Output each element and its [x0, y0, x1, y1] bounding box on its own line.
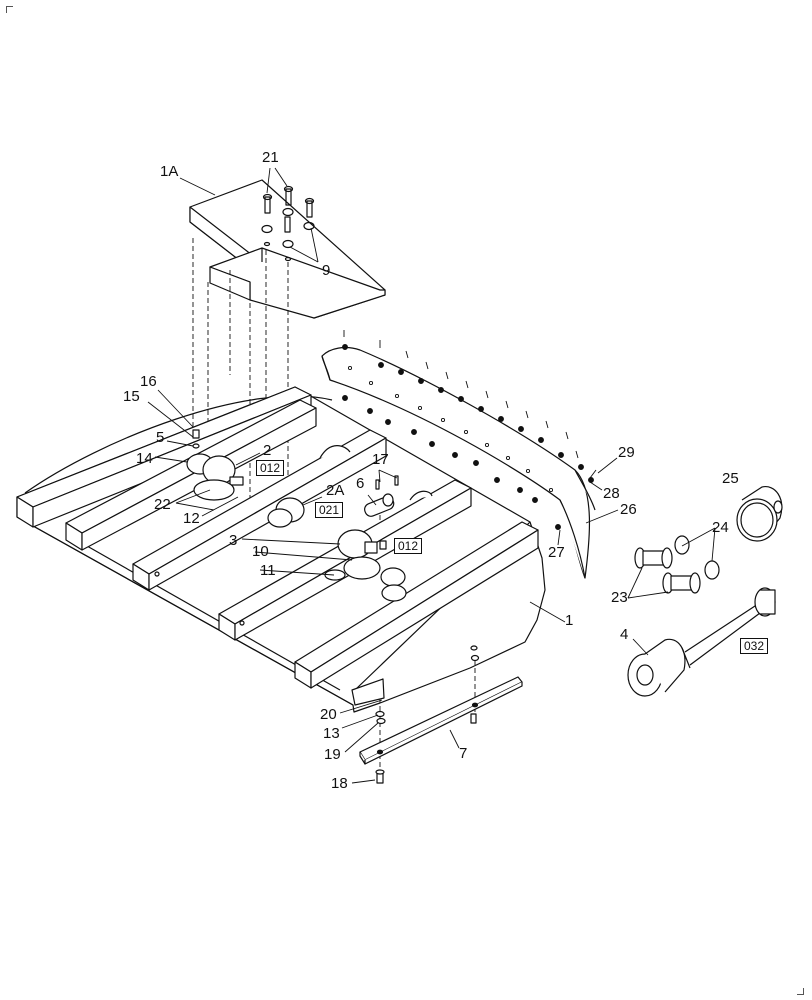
- ref-box-021[interactable]: 021: [315, 502, 344, 518]
- part-label-10: 10: [252, 543, 269, 560]
- part-label-22: 22: [154, 496, 171, 513]
- part-label-5: 5: [156, 429, 165, 446]
- crop-mark-top-left: [6, 6, 13, 13]
- part-label-15: 15: [123, 388, 140, 405]
- side-shield: [321, 346, 596, 579]
- part-label-20: 20: [320, 706, 337, 723]
- part-label-3: 3: [229, 532, 238, 549]
- part-label-12: 12: [183, 510, 200, 527]
- part-label-2: 2: [263, 442, 272, 459]
- leader-lines: [147, 167, 716, 784]
- part-label-24: 24: [712, 519, 729, 536]
- ref-box-012-top[interactable]: 012: [256, 460, 285, 476]
- skid-plate: [359, 676, 523, 765]
- part-label-29: 29: [618, 444, 635, 461]
- part-label-16: 16: [140, 373, 157, 390]
- part-label-1A: 1A: [160, 163, 179, 180]
- gearboxes: [186, 453, 407, 602]
- mounting-bracket: [189, 179, 386, 319]
- part-label-17: 17: [372, 451, 389, 468]
- pto-shaft: [627, 587, 776, 697]
- part-label-25: 25: [722, 470, 739, 487]
- part-label-14: 14: [136, 450, 153, 467]
- part-label-19: 19: [324, 746, 341, 763]
- shield-bolts: [342, 330, 597, 530]
- part-label-7: 7: [459, 745, 468, 762]
- alignment-lines: [192, 238, 476, 772]
- part-label-2A: 2A: [326, 482, 345, 499]
- part-label-18: 18: [331, 775, 348, 792]
- crop-mark-bottom-right: [797, 988, 804, 995]
- part-label-4: 4: [620, 626, 629, 643]
- part-label-23: 23: [611, 589, 628, 606]
- ref-box-012-center[interactable]: 012: [394, 538, 423, 554]
- ref-box-032[interactable]: 032: [740, 638, 769, 654]
- part-label-9: 9: [322, 262, 331, 279]
- part-label-13: 13: [323, 725, 340, 742]
- part-label-26: 26: [620, 501, 637, 518]
- part-label-27: 27: [548, 544, 565, 561]
- skid-assembly: [351, 645, 480, 784]
- bracket-bolts: [261, 185, 315, 262]
- pto-shield-cup: [736, 486, 783, 542]
- part-label-21: 21: [262, 149, 279, 166]
- part-label-6: 6: [356, 475, 365, 492]
- coupler: [192, 429, 433, 550]
- part-label-11: 11: [260, 562, 276, 579]
- part-label-28: 28: [603, 485, 620, 502]
- part-label-1: 1: [565, 612, 574, 629]
- driveline-couplers: [634, 535, 720, 594]
